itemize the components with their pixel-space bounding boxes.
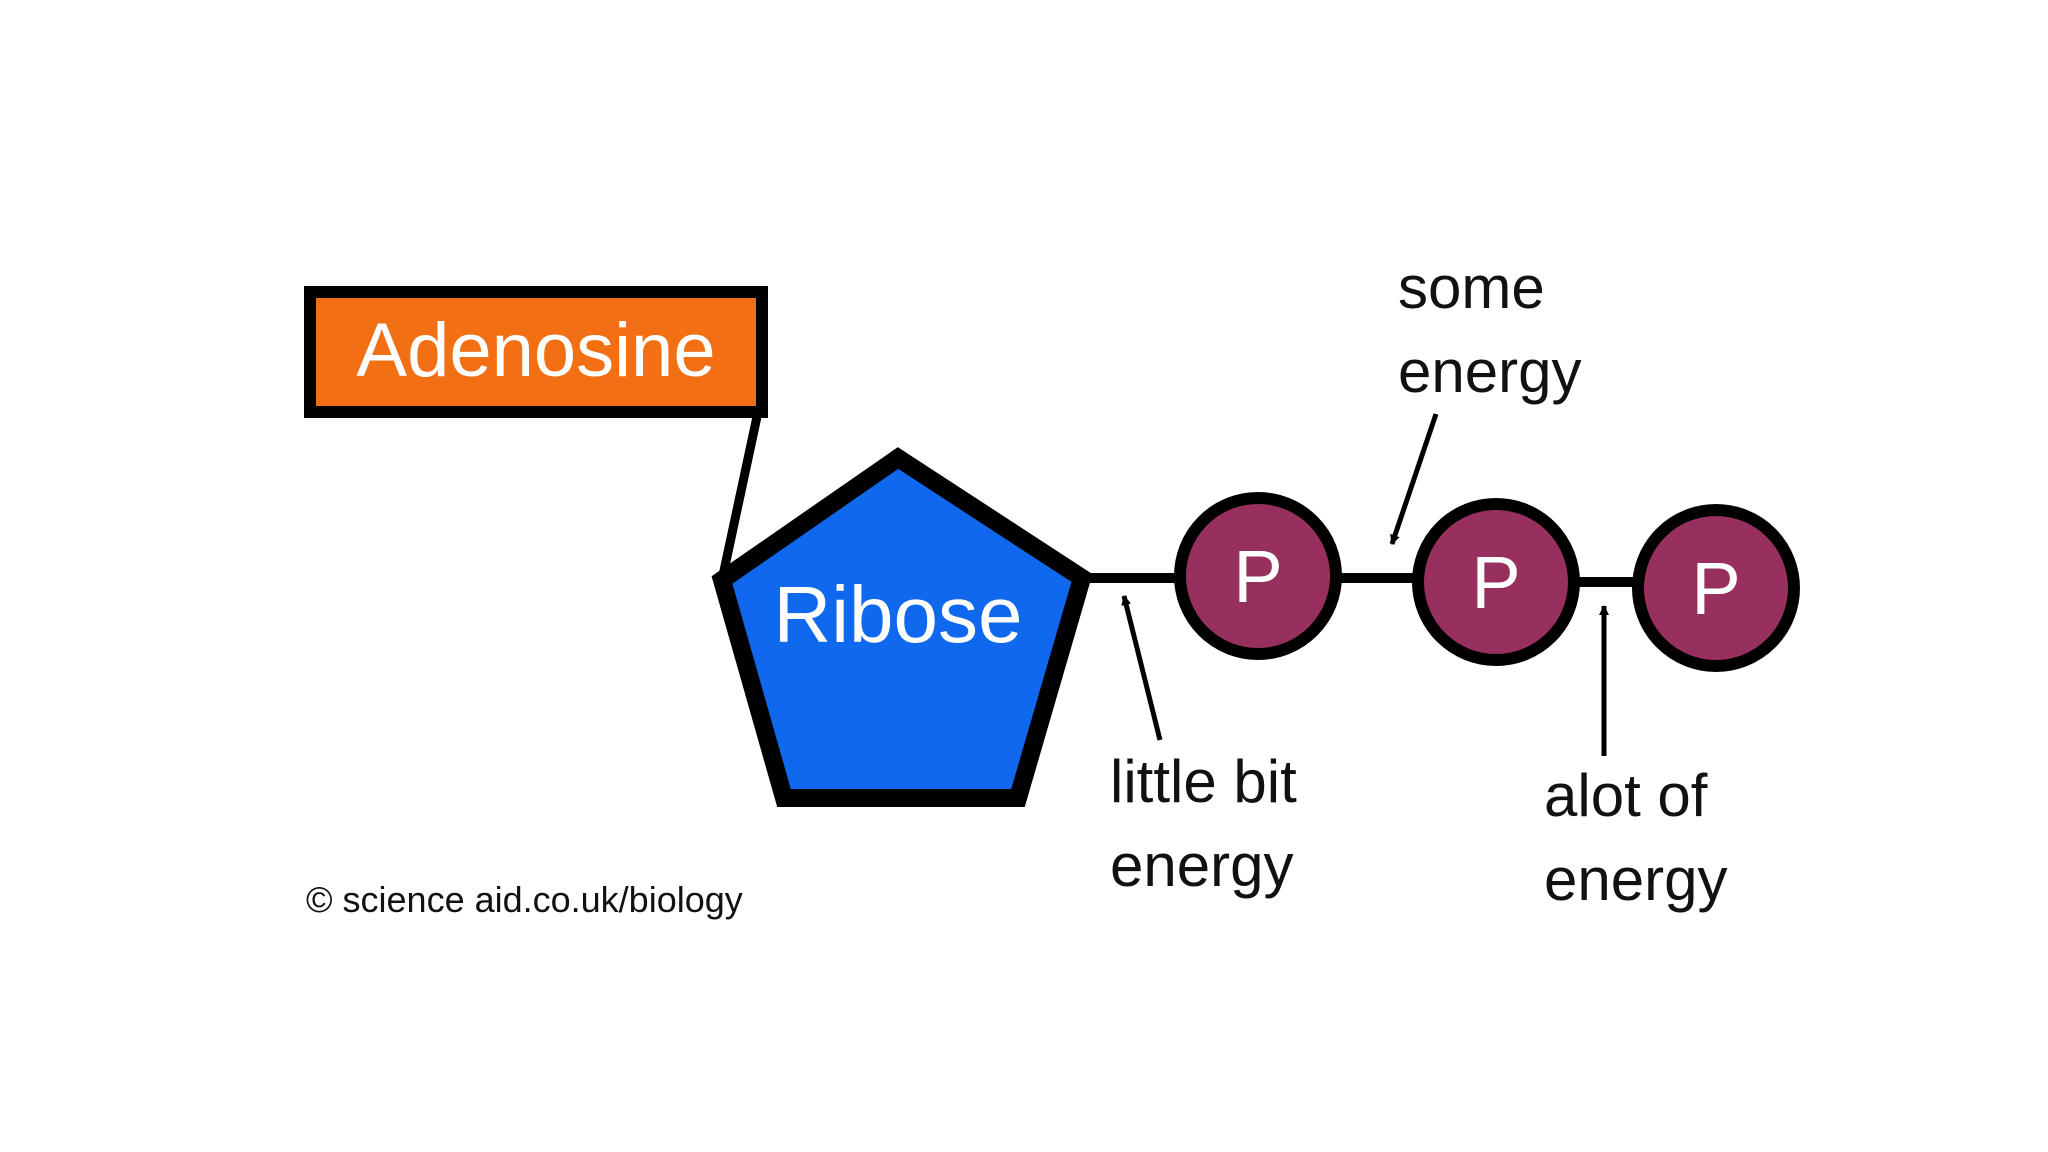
ribose-block: Ribose bbox=[711, 447, 1093, 807]
adenosine-ribose-bond bbox=[717, 411, 763, 581]
phosphate-label-1: P bbox=[1233, 535, 1282, 618]
phosphate-label-3: P bbox=[1691, 547, 1740, 630]
copyright-notice: © science aid.co.uk/biology bbox=[306, 879, 743, 920]
ribose-pentagon bbox=[711, 447, 1093, 807]
adenosine-label: Adenosine bbox=[356, 308, 715, 393]
annotation-little-bit-energy: little bit energy bbox=[1110, 748, 1297, 899]
adenosine-block: Adenosine bbox=[304, 286, 768, 418]
ribose-label: Ribose bbox=[773, 570, 1022, 659]
phosphate-group-2: P bbox=[1412, 498, 1580, 666]
phosphate-circle-3 bbox=[1632, 504, 1800, 672]
annotation-some-energy-line2: energy bbox=[1398, 338, 1581, 405]
phosphate-circle-2 bbox=[1412, 498, 1580, 666]
arrow-icon bbox=[1121, 595, 1163, 741]
annotation-some-energy: some energy bbox=[1398, 254, 1581, 405]
annotation-little-bit-energy-line1: little bit bbox=[1110, 748, 1297, 815]
phosphate-group-3: P bbox=[1632, 504, 1800, 672]
phosphate-label-2: P bbox=[1471, 541, 1520, 624]
annotation-some-energy-line1: some bbox=[1398, 254, 1545, 321]
annotation-alot-of-energy: alot of energy bbox=[1544, 762, 1727, 913]
annotation-alot-of-energy-line2: energy bbox=[1544, 846, 1727, 913]
phosphate-group-1: P bbox=[1174, 492, 1342, 660]
annotation-little-bit-energy-line2: energy bbox=[1110, 832, 1293, 899]
arrow-icon bbox=[1389, 413, 1439, 545]
adenosine-box bbox=[304, 286, 768, 418]
annotation-alot-of-energy-line1: alot of bbox=[1544, 762, 1708, 829]
phosphate-circle-1 bbox=[1174, 492, 1342, 660]
